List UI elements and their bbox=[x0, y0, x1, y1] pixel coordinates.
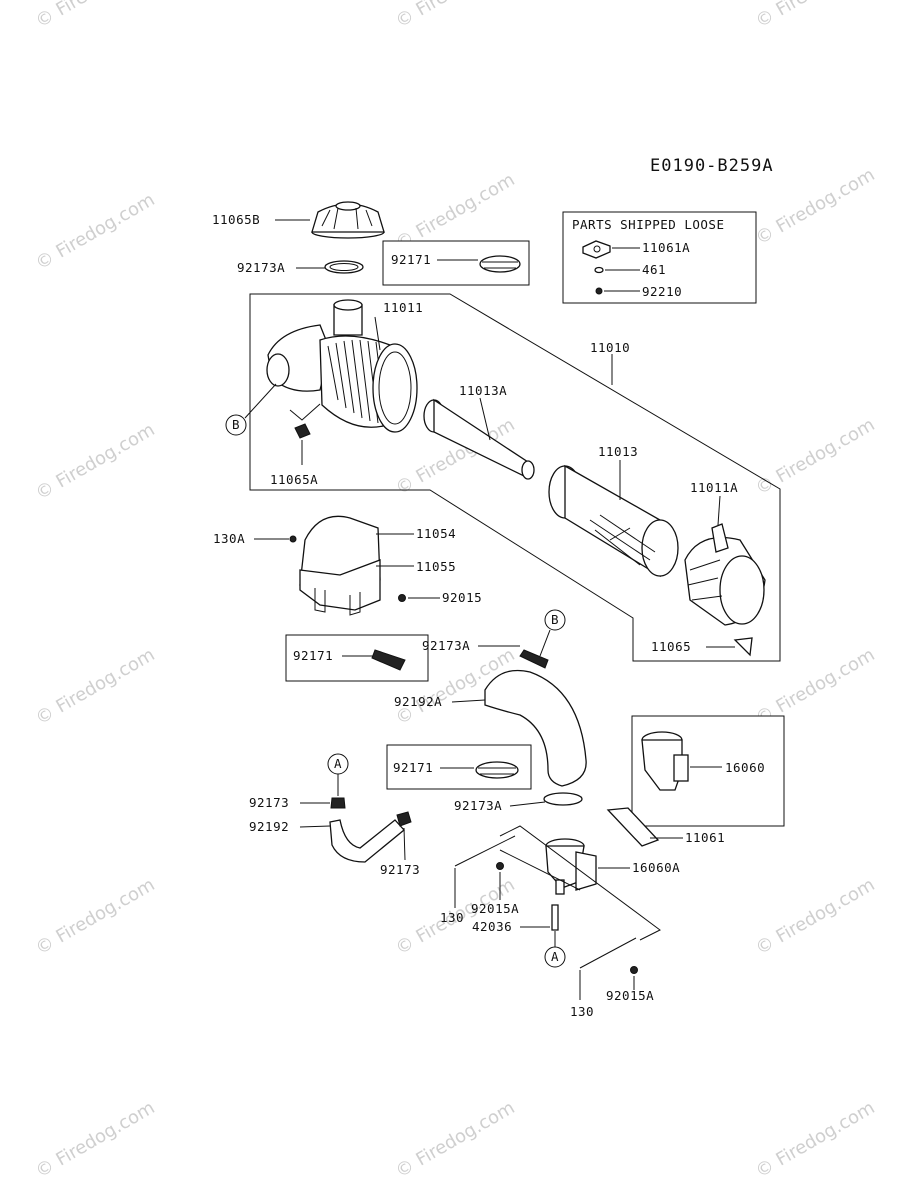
watermark: © Firedog.com bbox=[752, 874, 878, 959]
label-92171-low: 92171 bbox=[393, 760, 433, 775]
part-box-92171-mid bbox=[285, 634, 429, 682]
label-92173A-mid: 92173A bbox=[422, 638, 470, 653]
label-11010: 11010 bbox=[590, 340, 630, 355]
hose-92192-drawing bbox=[329, 819, 405, 863]
label-92173-b: 92173 bbox=[380, 862, 420, 877]
label-92173A-top: 92173A bbox=[237, 260, 285, 275]
label-92015A-a: 92015A bbox=[471, 901, 519, 916]
assembly-outline-11010 bbox=[249, 293, 781, 662]
label-92171-top: 92171 bbox=[391, 252, 431, 267]
watermark: © Firedog.com bbox=[752, 414, 878, 499]
label-92192A: 92192A bbox=[394, 694, 442, 709]
label-130A: 130A bbox=[213, 531, 245, 546]
label-130-b: 130 bbox=[570, 1004, 594, 1019]
diagram-code: E0190-B259A bbox=[650, 156, 774, 176]
valve-11065-drawing bbox=[733, 637, 753, 657]
watermark: © Firedog.com bbox=[32, 644, 158, 729]
nut-92015A-a-drawing bbox=[496, 862, 504, 870]
nut-92015A-b-drawing bbox=[630, 966, 638, 974]
label-16060: 16060 bbox=[725, 760, 765, 775]
gasket-11061-drawing bbox=[606, 807, 660, 847]
clamp-92173-b-drawing bbox=[396, 811, 412, 827]
label-16060A: 16060A bbox=[632, 860, 680, 875]
label-11065: 11065 bbox=[651, 639, 691, 654]
label-11055: 11055 bbox=[416, 559, 456, 574]
label-92173A-low: 92173A bbox=[454, 798, 502, 813]
label-11061: 11061 bbox=[685, 830, 725, 845]
label-130-a: 130 bbox=[440, 910, 464, 925]
cover-11011A-drawing bbox=[684, 523, 766, 626]
label-92171-mid: 92171 bbox=[293, 648, 333, 663]
label-92015: 92015 bbox=[442, 590, 482, 605]
clamp-92171-mid-drawing bbox=[371, 649, 406, 671]
bolt-130-a-drawing bbox=[454, 835, 516, 867]
filter-element-11013-drawing bbox=[548, 464, 679, 578]
watermark: © Firedog.com bbox=[32, 874, 158, 959]
callout-B-top-letter: B bbox=[232, 417, 240, 432]
callout-B-mid bbox=[544, 609, 566, 631]
clamp-92171-top-drawing bbox=[479, 255, 521, 273]
valve-11065A-drawing bbox=[294, 423, 311, 439]
label-42036: 42036 bbox=[472, 919, 512, 934]
watermark: © Firedog.com bbox=[32, 419, 158, 504]
precleaner-16060-drawing bbox=[641, 731, 689, 791]
label-11011: 11011 bbox=[383, 300, 423, 315]
watermark: © Firedog.com bbox=[32, 189, 158, 274]
label-11054: 11054 bbox=[416, 526, 456, 541]
hose-clamp-top-drawing bbox=[324, 260, 364, 274]
watermark: © Firedog.com bbox=[392, 1097, 518, 1182]
watermark: © Firedog.com bbox=[392, 0, 518, 32]
pipe-42036-drawing bbox=[551, 904, 559, 931]
watermark: © Firedog.com bbox=[32, 0, 158, 32]
label-92015A-b: 92015A bbox=[606, 988, 654, 1003]
washer-461-drawing bbox=[594, 266, 604, 274]
callout-B-top bbox=[225, 414, 247, 436]
label-92210: 92210 bbox=[642, 284, 682, 299]
bolt-130-b-drawing bbox=[579, 937, 637, 969]
label-11061A: 11061A bbox=[642, 240, 690, 255]
gasket-small-drawing bbox=[582, 240, 611, 259]
bracket-drawing bbox=[299, 515, 381, 616]
label-11065A: 11065A bbox=[270, 472, 318, 487]
label-11013: 11013 bbox=[598, 444, 638, 459]
clamp-92173A-mid-drawing bbox=[519, 649, 549, 669]
watermark: © Firedog.com bbox=[752, 1097, 878, 1182]
clamp-92171-low-drawing bbox=[475, 761, 519, 779]
bolt-130A-drawing bbox=[289, 535, 297, 543]
label-92173-a: 92173 bbox=[249, 795, 289, 810]
hose-92192A-drawing bbox=[484, 669, 587, 787]
loose-box-title: PARTS SHIPPED LOOSE bbox=[572, 217, 725, 232]
callout-B-mid-letter: B bbox=[551, 612, 559, 627]
clamp-92173A-low-drawing bbox=[543, 792, 583, 806]
watermark: © Firedog.com bbox=[752, 0, 878, 32]
label-11013A: 11013A bbox=[459, 383, 507, 398]
nut-92015-drawing bbox=[398, 594, 406, 602]
air-cleaner-body-drawing bbox=[266, 299, 418, 433]
label-11065B: 11065B bbox=[212, 212, 260, 227]
nut-92210-drawing bbox=[595, 287, 603, 295]
clamp-92173-a-drawing bbox=[330, 797, 346, 809]
watermark: © Firedog.com bbox=[32, 1097, 158, 1182]
precleaner-cap-drawing bbox=[311, 201, 385, 239]
safety-element-11013A-drawing bbox=[423, 398, 535, 480]
label-461: 461 bbox=[642, 262, 666, 277]
watermark: © Firedog.com bbox=[752, 164, 878, 249]
label-11011A: 11011A bbox=[690, 480, 738, 495]
callout-A-bottom-letter: A bbox=[551, 949, 559, 964]
label-92192: 92192 bbox=[249, 819, 289, 834]
callout-A-left-letter: A bbox=[334, 756, 342, 771]
